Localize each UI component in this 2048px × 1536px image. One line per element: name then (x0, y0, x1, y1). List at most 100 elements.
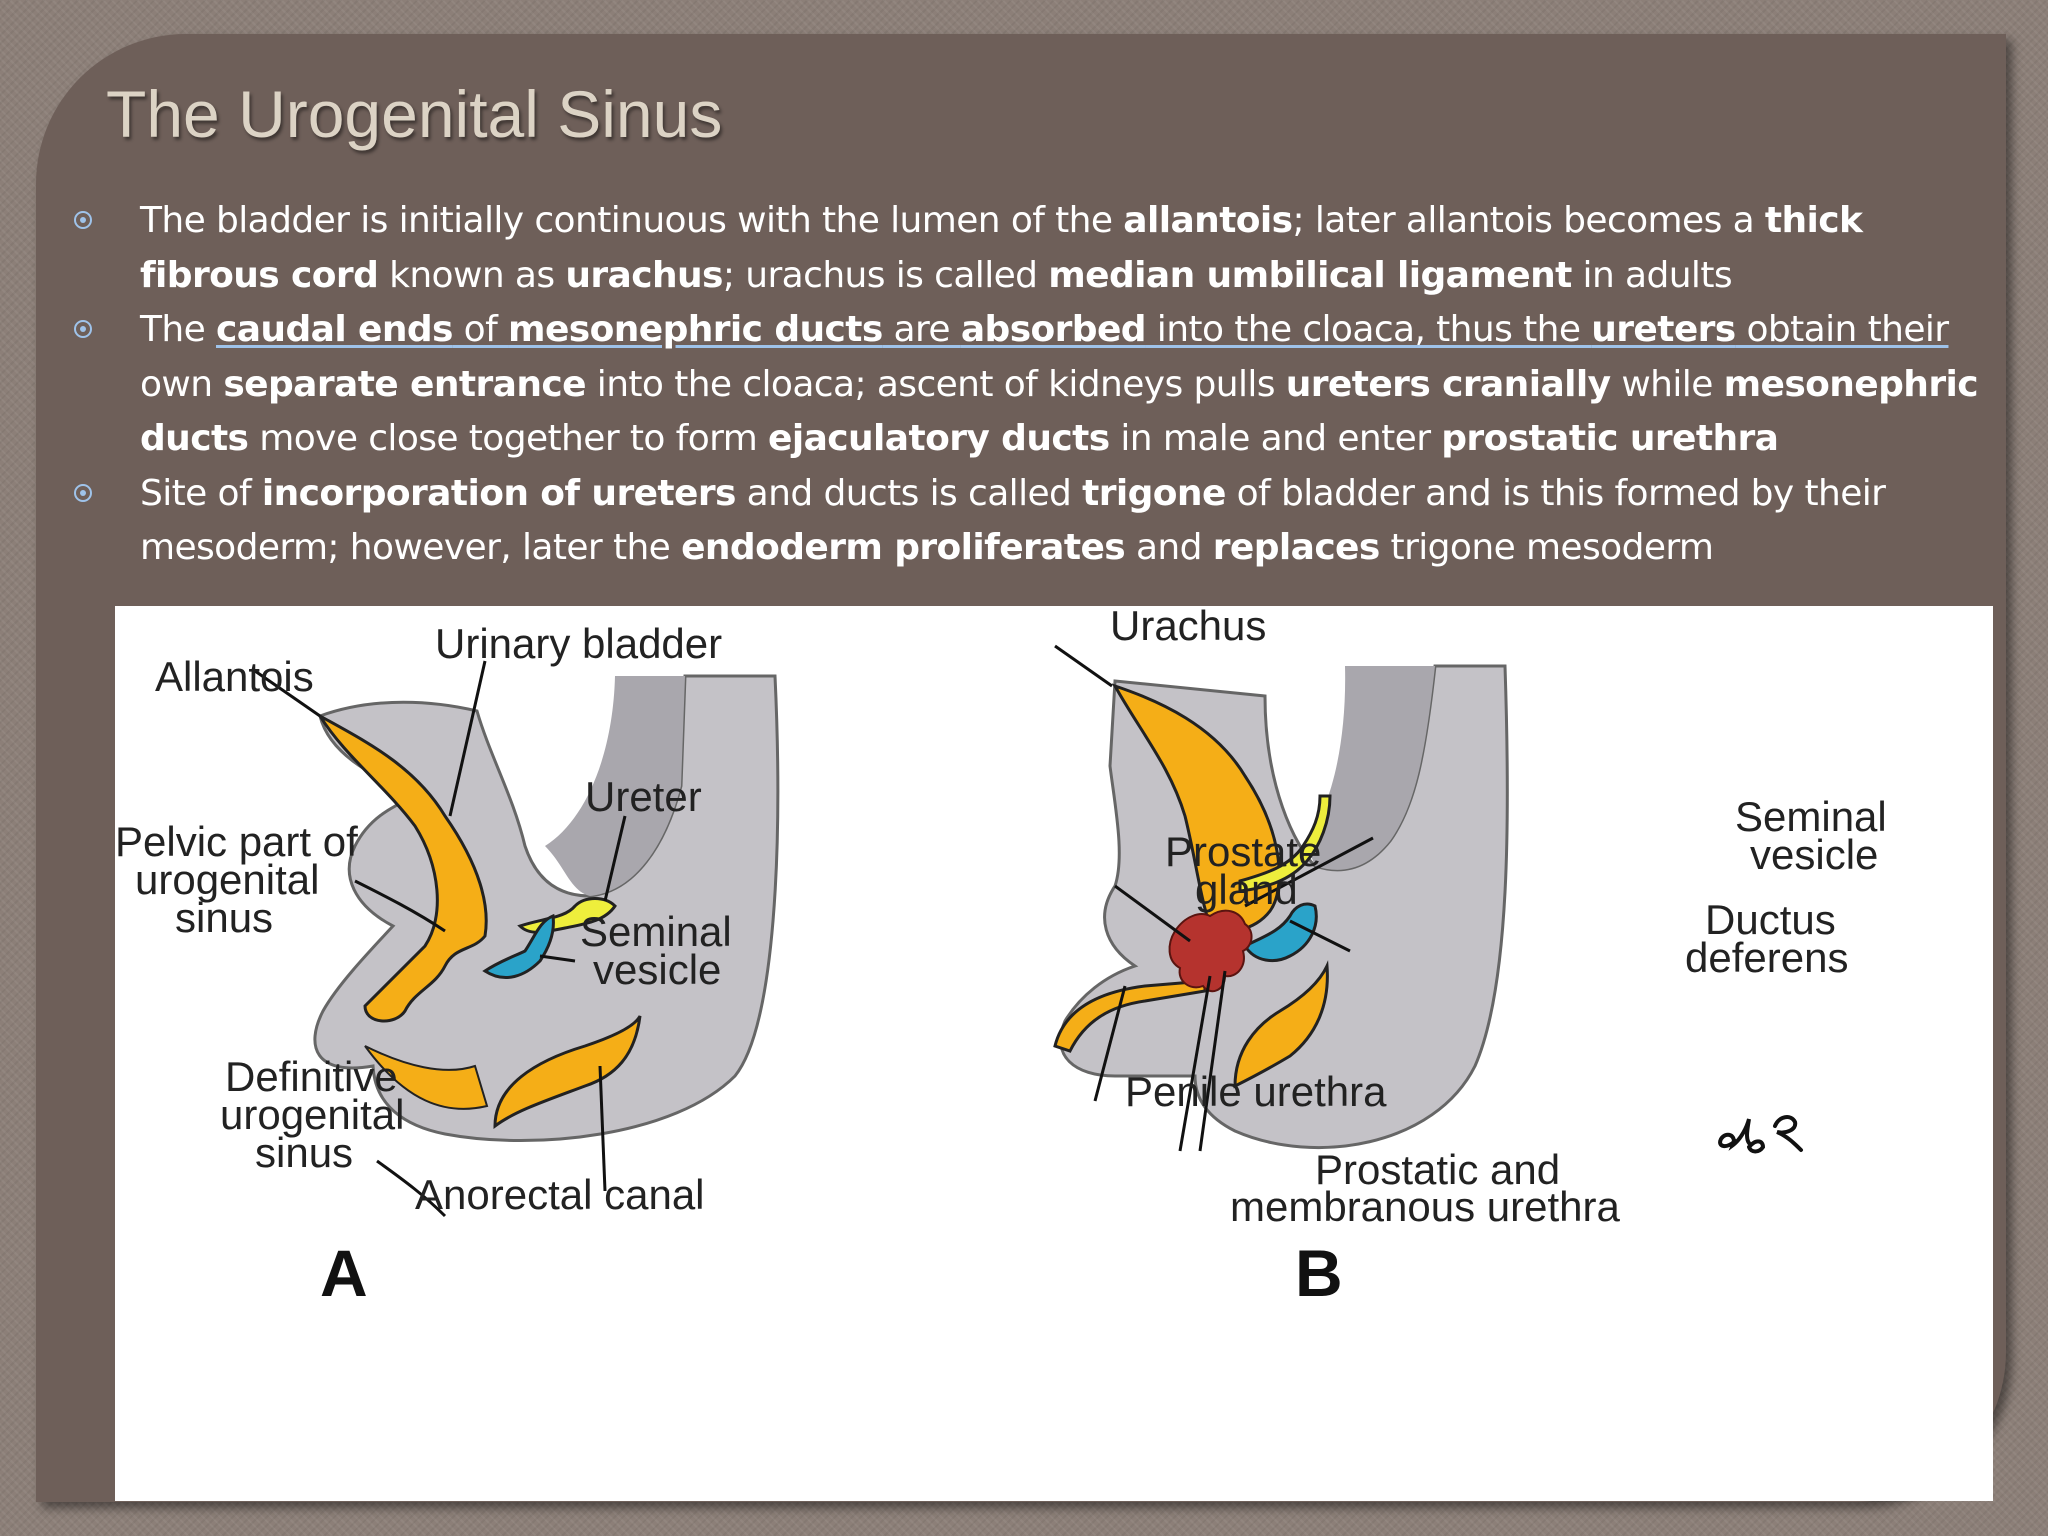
panel-b-hindgut (1305, 666, 1435, 870)
leader-seminal-b (1244, 836, 1374, 908)
label-definitive-3: sinus (255, 1129, 353, 1176)
label-penile-urethra: Penile urethra (1125, 1068, 1387, 1115)
text-run: of bladder and is this formed by their m… (140, 472, 1886, 569)
text-run: trigone mesoderm (1379, 527, 1714, 568)
text-run: and (1125, 527, 1213, 568)
panel-a-definitive-sinus (364, 1045, 489, 1110)
bullet-text: The caudal ends of mesonephric ducts are… (140, 309, 1979, 460)
bold-term: absorbed (960, 309, 1147, 350)
panel-b-letter: B (1295, 1236, 1343, 1310)
text-run: of (452, 309, 509, 350)
label-pelvic-2: urogenital (135, 856, 319, 903)
label-prostatic-1: Prostatic and (1315, 1146, 1560, 1193)
text-run: obtain their (1735, 309, 1949, 350)
bold-term: prostatic urethra (1441, 418, 1779, 459)
bold-term: incorporation of ureters (261, 472, 737, 514)
panel-b-anorectal (1233, 960, 1329, 1089)
leader-definitive (376, 1159, 447, 1218)
text-run: and ducts is called (735, 472, 1083, 514)
panel-a-seminal-vesicle (482, 913, 555, 980)
embryology-figure: Urinary bladder Allantois Ureter Pelvic … (115, 606, 1993, 1501)
bold-term: thick fibrous cord (140, 200, 1863, 296)
label-definitive-2: urogenital (220, 1091, 404, 1138)
text-run: in male and enter (1109, 418, 1442, 459)
bold-term: ureters (1591, 309, 1736, 350)
slide: The Urogenital Sinus The bladder is init… (36, 34, 2006, 1502)
bold-term: separate entrance (223, 363, 586, 405)
text-run: are (882, 309, 961, 350)
text-run: in adults (1571, 254, 1733, 296)
bold-term: mesonephric ducts (508, 309, 883, 350)
label-prostate-2: gland (1195, 866, 1298, 913)
label-anorectal: Anorectal canal (415, 1171, 705, 1218)
bold-term: caudal ends (216, 309, 453, 350)
slide-title: The Urogenital Sinus (106, 77, 723, 151)
panel-a: Urinary bladder Allantois Ureter Pelvic … (115, 620, 780, 1310)
text-run: into the cloaca; ascent of kidneys pulls (585, 363, 1286, 405)
label-prostate-1: Prostate (1165, 828, 1321, 875)
bold-term: mesonephric ducts (140, 363, 1979, 460)
panel-a-letter: A (320, 1236, 368, 1310)
leader-penile (1093, 985, 1127, 1102)
leader-allantois (254, 669, 321, 718)
bullet-icon (74, 211, 92, 229)
bullet-item: The caudal ends of mesonephric ducts are… (70, 303, 1990, 467)
label-seminal-b-1: Seminal (1735, 793, 1887, 840)
text-run: Site of (140, 472, 262, 514)
label-pelvic-3: sinus (175, 894, 273, 941)
panel-b: Urachus Seminal vesicle Prostate gland D… (1053, 606, 1887, 1310)
label-seminal-b-2: vesicle (1750, 831, 1878, 878)
leader-bladder (448, 660, 487, 817)
text-run: ; later allantois becomes a (1292, 200, 1765, 241)
artist-signature (1718, 1115, 1803, 1154)
text-run: into the cloaca, thus the (1145, 309, 1592, 350)
bullet-text: Site of incorporation of ureters and duc… (140, 472, 1886, 569)
leader-ductus (1289, 919, 1351, 953)
label-prostatic-2: membranous urethra (1230, 1183, 1620, 1230)
leader-anorectal (598, 1065, 607, 1192)
label-seminal-2: vesicle (593, 946, 721, 993)
leader-seminal (539, 954, 576, 963)
panel-a-hindgut (545, 676, 685, 896)
bullet-item: The bladder is initially continuous with… (70, 194, 1990, 303)
leader-pelvic (354, 879, 446, 933)
text-run: known as (378, 254, 566, 296)
bullet-text: The bladder is initially continuous with… (140, 200, 1863, 296)
label-definitive-1: Definitive (225, 1053, 398, 1100)
leader-prostatic-1 (1178, 975, 1212, 1152)
panel-a-tissue (313, 674, 780, 1142)
label-allantois: Allantois (155, 653, 314, 700)
text-run: ; urachus is called (722, 254, 1049, 296)
text-run: The (140, 309, 216, 350)
label-ductus-2: deferens (1685, 934, 1848, 981)
bold-term: replaces (1212, 527, 1381, 568)
bold-term: median umbilical ligament (1048, 254, 1572, 296)
bullet-item: Site of incorporation of ureters and duc… (70, 467, 1990, 576)
panel-a-anorectal (493, 1015, 642, 1130)
bullet-icon (74, 483, 92, 502)
text-run: while (1610, 363, 1724, 405)
text-run: The bladder is initially continuous with… (140, 200, 1124, 241)
text-run: own (140, 363, 224, 405)
leader-urachus (1054, 644, 1113, 688)
bullet-icon (74, 320, 92, 338)
bold-term: allantois (1123, 200, 1293, 241)
bold-term: trigone (1082, 472, 1226, 514)
bold-term: ejaculatory ducts (768, 418, 1110, 459)
leader-ureter (603, 815, 627, 902)
label-pelvic-1: Pelvic part of (115, 818, 358, 865)
panel-b-seminal-vesicle (1242, 902, 1318, 963)
label-urachus: Urachus (1110, 606, 1266, 649)
leader-prostate (1114, 884, 1191, 943)
label-ductus-1: Ductus (1705, 896, 1836, 943)
panel-b-prostate-gland (1168, 909, 1253, 993)
panel-b-ureter (1238, 794, 1332, 893)
bold-term: ureters cranially (1285, 363, 1611, 405)
bullet-list: The bladder is initially continuous with… (70, 194, 1990, 576)
bold-term: endoderm proliferates (681, 527, 1126, 568)
bold-term: urachus (565, 254, 723, 296)
label-seminal-1: Seminal (580, 908, 732, 955)
panel-a-urogenital-sinus (318, 714, 488, 1023)
label-ureter: Ureter (585, 773, 702, 820)
text-run: move close together to form (248, 418, 769, 459)
